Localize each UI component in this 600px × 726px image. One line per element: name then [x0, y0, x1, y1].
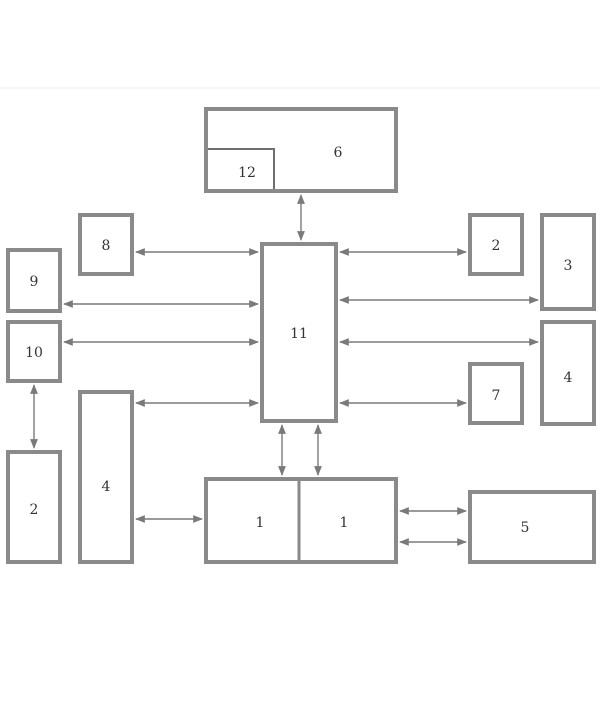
- block-2-top-label: 2: [492, 238, 501, 254]
- connectors: [30, 194, 539, 546]
- block-6-label: 6: [334, 145, 343, 161]
- block-4-right: 4: [540, 320, 596, 426]
- block-7: 7: [468, 362, 524, 425]
- block-3-label: 3: [564, 258, 573, 274]
- block-2-top: 2: [468, 213, 524, 276]
- block-8-label: 8: [102, 238, 111, 254]
- block-1-left-label: 1: [256, 515, 265, 531]
- block-2-bottom-label: 2: [30, 502, 39, 518]
- block-11-label: 11: [290, 326, 308, 342]
- block-4-left-label: 4: [102, 479, 111, 495]
- block-9: 9: [6, 248, 62, 313]
- block-1-right-label: 1: [340, 515, 349, 531]
- block-10-label: 10: [25, 345, 43, 361]
- block-1-pair: 1 1: [204, 477, 398, 564]
- block-4-left: 4: [78, 390, 134, 564]
- block-12: 12: [238, 165, 256, 181]
- block-5: 5: [468, 490, 596, 564]
- block-3: 3: [540, 213, 596, 311]
- block-9-label: 9: [30, 274, 39, 290]
- block-11: 11: [260, 242, 338, 423]
- block-12-label: 12: [238, 165, 256, 181]
- block-6: 6: [204, 107, 398, 193]
- block-2-bottom: 2: [6, 450, 62, 564]
- block-10: 10: [6, 320, 62, 383]
- block-4-right-label: 4: [564, 370, 573, 386]
- block-5-label: 5: [521, 520, 530, 536]
- block-7-label: 7: [492, 388, 501, 404]
- block-8: 8: [78, 213, 134, 276]
